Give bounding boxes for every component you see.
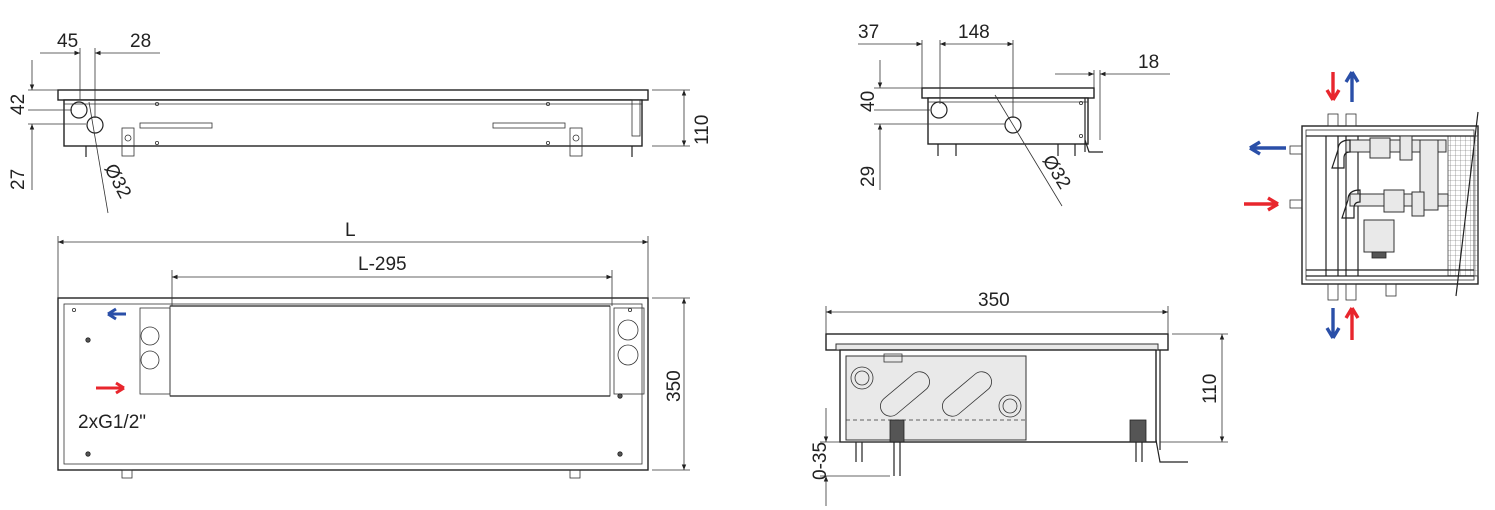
dim-110-section: 110 <box>1200 374 1221 404</box>
blue-arrow-icon <box>1325 308 1341 339</box>
dim-L-295: L-295 <box>358 254 407 275</box>
red-arrow-icon <box>1325 72 1341 101</box>
dim-45: 45 <box>57 31 78 52</box>
cross-section-dimensions <box>820 306 1228 506</box>
connection-detail-arrows <box>1244 71 1360 340</box>
connection-detail-view <box>1289 111 1479 301</box>
side-elevation-view <box>57 89 649 214</box>
dim-0-35: 0-35 <box>810 442 831 480</box>
dim-28: 28 <box>130 31 151 52</box>
red-arrow-icon <box>1344 307 1360 340</box>
dim-42: 42 <box>8 94 29 115</box>
red-arrow-icon <box>96 381 125 395</box>
dim-29: 29 <box>858 166 879 187</box>
dim-40: 40 <box>858 91 879 112</box>
end-elevation-dimensions <box>858 40 1170 190</box>
dim-L: L <box>345 220 356 241</box>
dim-37: 37 <box>858 22 879 43</box>
dim-350-section: 350 <box>978 290 1010 311</box>
blue-arrow-icon <box>1344 71 1360 102</box>
side-elevation-dimensions <box>28 48 690 190</box>
blue-arrow-icon <box>1249 140 1286 156</box>
cross-section-view <box>825 333 1188 476</box>
red-arrow-icon <box>1244 196 1279 212</box>
blue-arrow-icon <box>107 307 126 321</box>
plan-arrows <box>96 307 126 395</box>
dim-18: 18 <box>1138 52 1159 73</box>
end-elevation-view <box>921 87 1103 207</box>
connection-label: 2xG1/2" <box>78 412 146 433</box>
dim-27: 27 <box>8 169 29 190</box>
plan-view <box>57 297 649 479</box>
dim-350-plan: 350 <box>664 370 685 402</box>
dim-110-side: 110 <box>692 115 713 145</box>
plan-dimensions <box>57 236 690 471</box>
dim-148: 148 <box>958 22 990 43</box>
dim-dia32-end: Ø32 <box>1038 152 1075 194</box>
